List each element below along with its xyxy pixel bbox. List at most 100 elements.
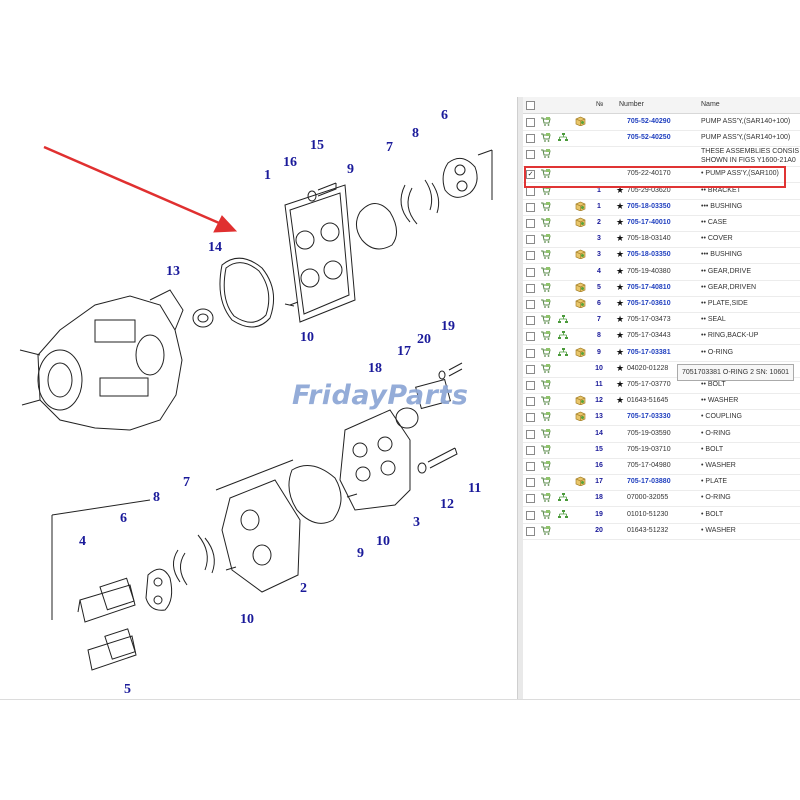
add-to-cart-icon[interactable] [541,461,551,470]
add-to-cart-icon[interactable] [541,266,551,276]
part-number[interactable]: 705-17-03381 [627,348,671,356]
table-row[interactable]: 8★705-17-03443•• RING,BACK-UP [523,328,800,346]
assembly-tree-icon[interactable] [558,331,568,340]
add-to-cart-icon[interactable] [541,380,551,389]
row-checkbox[interactable] [526,510,535,520]
row-checkbox[interactable] [526,134,535,144]
row-checkbox[interactable]: ✓ [526,170,535,180]
package-icon[interactable] [575,476,586,487]
add-to-cart-icon[interactable] [541,133,551,143]
table-row[interactable]: 4★705-19-40380•• GEAR,DRIVE [523,264,800,281]
add-to-cart-icon[interactable] [541,509,551,519]
row-checkbox[interactable] [526,251,535,261]
row-checkbox[interactable] [526,348,535,358]
add-to-cart-icon[interactable] [541,234,551,244]
row-checkbox[interactable] [526,202,535,212]
row-checkbox[interactable] [526,150,535,160]
table-row[interactable]: 2★705-17-40010•• CASE [523,215,800,232]
row-checkbox[interactable] [526,300,535,309]
part-number[interactable]: 705-18-03350 [627,251,671,259]
add-to-cart-icon[interactable] [541,169,551,179]
row-checkbox[interactable] [526,381,535,390]
table-row[interactable]: 9★705-17-03381•• O-RING [523,345,800,362]
part-number[interactable]: 705-18-03350 [627,202,671,210]
add-to-cart-icon[interactable] [541,250,551,260]
package-icon[interactable] [575,282,586,293]
table-row[interactable]: 12★01643-51645•• WASHER [523,393,800,411]
row-checkbox[interactable] [526,526,535,536]
package-icon[interactable] [575,298,586,309]
package-icon[interactable] [575,116,586,127]
row-checkbox[interactable] [526,429,535,439]
add-to-cart-icon[interactable] [541,412,551,422]
package-icon[interactable] [575,395,586,406]
table-row[interactable]: 1★705-18-03350••• BUSHING [523,199,800,216]
table-row[interactable]: THESE ASSEMBLIES CONSIS SHOWN IN FIGS Y1… [523,146,800,168]
add-to-cart-icon[interactable] [541,396,551,406]
assembly-tree-icon[interactable] [558,347,568,357]
add-to-cart-icon[interactable] [541,331,551,341]
add-to-cart-icon[interactable] [541,347,551,357]
add-to-cart-icon[interactable] [541,282,551,292]
add-to-cart-icon[interactable] [541,218,551,227]
select-all-checkbox[interactable] [526,101,535,110]
package-icon[interactable] [575,217,586,228]
table-row[interactable]: 3★705-18-03140•• COVER [523,231,800,249]
row-checkbox[interactable] [526,267,535,277]
row-checkbox[interactable] [526,494,535,504]
row-checkbox[interactable] [526,478,535,488]
add-to-cart-icon[interactable] [541,493,551,503]
row-checkbox[interactable] [526,235,535,245]
table-row[interactable]: ✓705-22-40170• PUMP ASS'Y,(SAR100) [523,166,800,184]
add-to-cart-icon[interactable] [541,299,551,308]
part-number[interactable]: 705-17-03610 [627,300,671,307]
package-icon[interactable] [575,347,586,357]
part-number[interactable]: 705-52-40250 [627,134,671,142]
assembly-tree-icon[interactable] [558,133,568,142]
table-row[interactable]: 7★705-17-03473•• SEAL [523,312,800,330]
add-to-cart-icon[interactable] [541,525,551,535]
add-to-cart-icon[interactable] [541,428,551,438]
row-checkbox[interactable] [526,413,535,423]
col-number-header[interactable]: Number [619,101,644,108]
add-to-cart-icon[interactable] [541,477,551,487]
row-checkbox[interactable] [526,445,535,455]
col-name-header[interactable]: Name [701,101,720,108]
table-row[interactable]: 6★705-17-03610•• PLATE,SIDE [523,296,800,313]
row-checkbox[interactable] [526,118,535,127]
package-icon[interactable] [575,249,586,260]
part-number[interactable]: 705-17-40010 [627,219,671,226]
row-checkbox[interactable] [526,316,535,326]
row-checkbox[interactable] [526,364,535,374]
row-checkbox[interactable] [526,332,535,342]
add-to-cart-icon[interactable] [541,201,551,211]
table-row[interactable]: 5★705-17-40810•• GEAR,DRIVEN [523,280,800,297]
row-checkbox[interactable] [526,283,535,293]
table-row[interactable]: 11★705-17-03770•• BOLT [523,377,800,394]
add-to-cart-icon[interactable] [541,363,551,373]
add-to-cart-icon[interactable] [541,117,551,126]
package-icon[interactable] [575,201,586,212]
table-row[interactable]: 3★705-18-03350••• BUSHING [523,247,800,265]
row-checkbox[interactable] [526,219,535,228]
row-checkbox[interactable] [526,397,535,407]
part-number[interactable]: 705-17-03330 [627,413,671,421]
add-to-cart-icon[interactable] [541,315,551,325]
part-number[interactable]: 705-17-03880 [627,478,671,486]
table-row[interactable]: 10★04020-01228 [523,361,800,378]
assembly-tree-icon[interactable] [558,493,568,502]
assembly-tree-icon[interactable] [558,509,568,519]
add-to-cart-icon[interactable] [541,444,551,454]
assembly-tree-icon[interactable] [558,315,568,324]
add-to-cart-icon[interactable] [541,149,551,159]
